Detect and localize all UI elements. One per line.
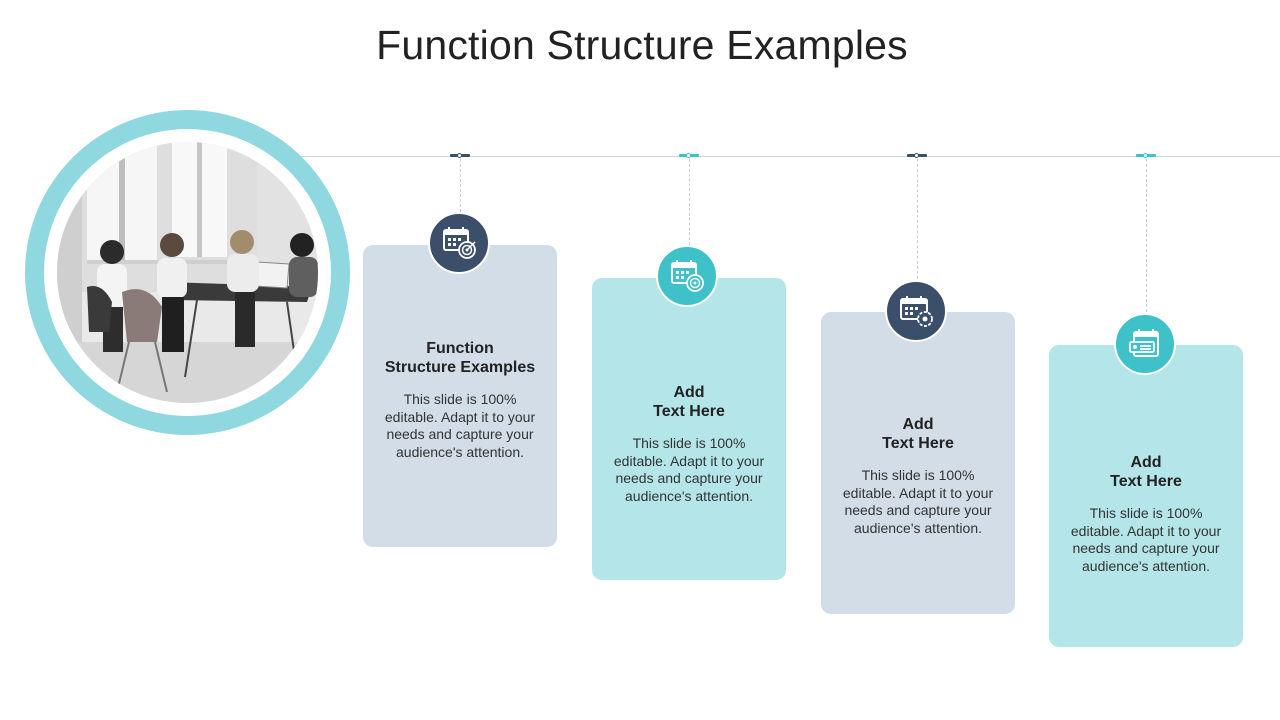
connector-line (1146, 159, 1147, 312)
photo-frame (25, 110, 350, 435)
connector-line (917, 159, 918, 279)
calendar-target-icon (428, 212, 490, 274)
timeline-marker (907, 153, 927, 158)
card-body: This slide is 100% editable. Adapt it to… (613, 435, 765, 504)
calendar-ticket-icon (1114, 313, 1176, 375)
card-body: This slide is 100% editable. Adapt it to… (1070, 505, 1222, 574)
connector-line (689, 159, 690, 245)
timeline-line (290, 156, 1280, 157)
calendar-settings-icon (885, 280, 947, 342)
timeline-marker (679, 153, 699, 158)
connector-line (460, 159, 461, 212)
timeline-marker (1136, 153, 1156, 158)
calendar-target-icon (656, 245, 718, 307)
card-body: This slide is 100% editable. Adapt it to… (842, 467, 994, 536)
timeline-marker (450, 153, 470, 158)
team-meeting-photo (57, 142, 318, 403)
page-title: Function Structure Examples (376, 22, 908, 68)
card-body: This slide is 100% editable. Adapt it to… (384, 391, 536, 460)
